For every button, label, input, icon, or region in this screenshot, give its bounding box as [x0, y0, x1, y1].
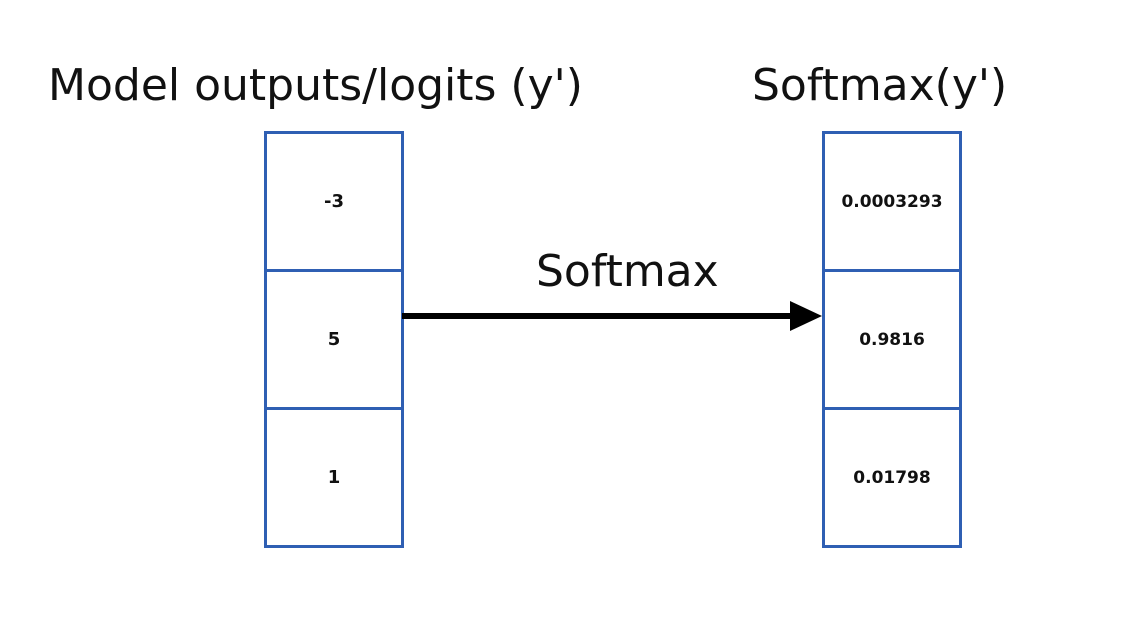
softmax-cell-2: 0.9816: [825, 269, 959, 407]
softmax-cell-1: 0.0003293: [841, 191, 943, 212]
logit-cell-2: 5: [267, 269, 401, 407]
softmax-column: 0.0003293 0.9816 0.01798: [822, 131, 962, 548]
logits-title: Model outputs/logits (y'): [48, 60, 583, 111]
softmax-cell-3: 0.01798: [825, 407, 959, 545]
softmax-title: Softmax(y'): [752, 60, 1008, 111]
logits-column: -3 5 1: [264, 131, 404, 548]
logit-cell-3: 1: [267, 407, 401, 545]
softmax-arrow: [402, 301, 822, 331]
arrow-label: Softmax: [536, 246, 719, 297]
logit-cell-1: -3: [324, 191, 344, 212]
arrow-head: [790, 301, 822, 331]
